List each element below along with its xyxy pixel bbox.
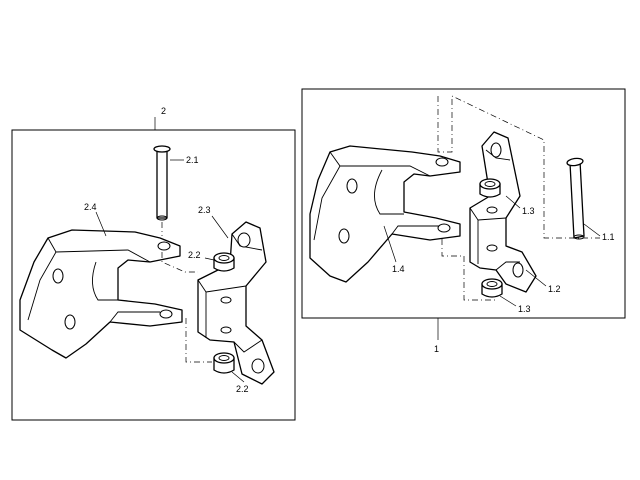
hinge-leaf-2-4 [19,229,183,359]
pin-1-1 [566,157,585,240]
group-2-number: 2 [161,106,166,116]
leader-2-4 [95,211,107,237]
label-2-2-bottom: 2.2 [236,384,249,394]
axis-2-lower [185,318,212,363]
group-1-frame [301,88,626,319]
leader-2-3 [211,215,229,239]
label-1-3-bottom: 1.3 [518,304,531,314]
leader-1-3-bottom [499,295,517,307]
label-2-2-top: 2.2 [188,250,201,260]
leader-1-1 [583,223,601,237]
hinge-leaf-1-4 [309,145,461,283]
label-2-1: 2.1 [186,155,199,165]
axis-1-lower [441,226,496,301]
label-1-4: 1.4 [392,264,405,274]
label-2-4: 2.4 [84,202,97,212]
leader-1-4 [383,225,397,263]
leader-1-3-top [505,195,521,209]
hinge-leaf-1-2 [469,131,537,293]
group-1-number: 1 [434,344,439,354]
label-1-3-top: 1.3 [522,206,535,216]
axis-2-upper [161,252,198,273]
label-1-2: 1.2 [548,284,561,294]
axis-1-upper [437,95,600,239]
bushing-1-3-top [479,178,501,198]
group-2-frame [11,129,296,421]
leader-2-2-top [204,257,215,261]
label-2-3: 2.3 [198,205,211,215]
leader-2-2-bottom [231,371,245,383]
bushing-2-2-top [213,252,235,272]
label-1-1: 1.1 [602,232,615,242]
bushing-1-3-bottom [481,278,503,298]
hinge-leaf-2-3 [197,221,275,385]
pin-2-1 [153,145,171,221]
leader-1-2 [525,269,547,287]
bushing-2-2-bottom [213,352,235,374]
